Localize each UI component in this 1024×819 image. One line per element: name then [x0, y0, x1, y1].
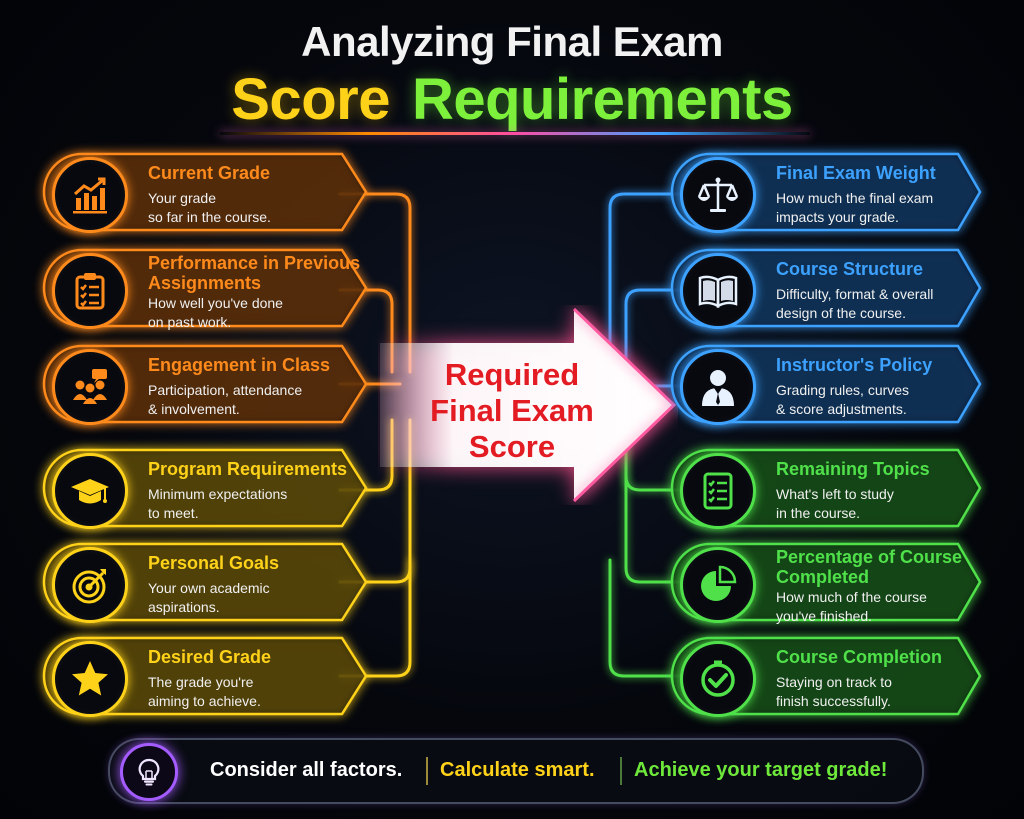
- factor-title: Remaining Topics: [776, 459, 930, 479]
- footer-divider: [426, 757, 428, 785]
- title-line-1: Analyzing Final Exam: [301, 18, 723, 65]
- factor-title: Engagement in Class: [148, 355, 331, 375]
- star-icon: [52, 641, 128, 717]
- factor-description: How much the final exam impacts your gra…: [776, 190, 934, 225]
- factor-previous-assignments: Performance in Previous Assignments How …: [42, 248, 368, 330]
- clipboard-checklist-icon: [52, 253, 128, 329]
- title-line-2: Score Requirements: [0, 66, 1024, 133]
- factor-course-completion: Course Completion Staying on track to fi…: [670, 636, 982, 717]
- balance-scale-icon: [680, 157, 756, 233]
- factor-description: How well you've done on past work.: [148, 295, 283, 330]
- factor-percentage-of-course-completed: Percentage of Course Completed How much …: [670, 542, 982, 624]
- title-underline: [220, 132, 810, 135]
- factor-description: What's left to study in the course.: [776, 486, 894, 521]
- footer-text-calculate: Calculate smart.: [440, 759, 595, 781]
- factor-description: Your own academic aspirations.: [148, 580, 270, 615]
- factor-title: Current Grade: [148, 163, 271, 183]
- lightbulb-icon: [120, 743, 178, 801]
- instructor-icon: [680, 349, 756, 425]
- factor-description: Your grade so far in the course.: [148, 190, 271, 225]
- factor-program-requirements: Program Requirements Minimum expectation…: [42, 448, 368, 529]
- factor-title: Instructor's Policy: [776, 355, 933, 375]
- factor-current-grade: Current Grade Your grade so far in the c…: [42, 152, 368, 233]
- factor-title: Personal Goals: [148, 553, 280, 573]
- graduation-cap-icon: [52, 453, 128, 529]
- footer-text-achieve: Achieve your target grade!: [634, 759, 888, 781]
- factor-title: Performance in Previous Assignments: [148, 253, 361, 293]
- checklist-icon: [680, 453, 756, 529]
- group-discussion-icon: [52, 349, 128, 425]
- factor-description: Difficulty, format & overall design of t…: [776, 286, 934, 321]
- factor-remaining-topics: Remaining Topics What's left to study in…: [670, 448, 982, 529]
- factor-final-exam-weight: Final Exam Weight How much the final exa…: [670, 152, 982, 233]
- factor-description: Minimum expectations to meet.: [148, 486, 288, 521]
- factor-description: How much of the course you've finished.: [776, 589, 927, 624]
- factor-description: The grade you're aiming to achieve.: [148, 674, 261, 709]
- factor-description: Grading rules, curves & score adjustment…: [776, 382, 910, 417]
- title-word-score: Score: [231, 67, 390, 132]
- factor-title: Percentage of Course Completed: [776, 547, 963, 587]
- central-arrow: [380, 307, 677, 503]
- chart-up-icon: [52, 157, 128, 233]
- factor-instructors-policy: Instructor's Policy Grading rules, curve…: [670, 344, 982, 425]
- footer-banner: Consider all factors. Calculate smart. A…: [108, 738, 924, 804]
- footer-divider: [620, 757, 622, 785]
- factor-title: Course Structure: [776, 259, 924, 279]
- footer-text-consider: Consider all factors.: [210, 759, 403, 781]
- factor-description: Staying on track to finish successfully.: [776, 674, 892, 709]
- pie-chart-icon: [680, 547, 756, 623]
- required-final-exam-score-label: Required Final Exam Score: [430, 357, 594, 464]
- factor-title: Final Exam Weight: [776, 163, 936, 183]
- target-icon: [52, 547, 128, 623]
- factor-personal-goals: Personal Goals Your own academic aspirat…: [42, 542, 368, 623]
- factor-course-structure: Course Structure Difficulty, format & ov…: [670, 248, 982, 329]
- factor-description: Participation, attendance & involvement.: [148, 382, 303, 417]
- factor-title: Desired Grade: [148, 647, 272, 667]
- check-circle-icon: [680, 641, 756, 717]
- factor-engagement-in-class: Engagement in Class Participation, atten…: [42, 344, 368, 425]
- factor-desired-grade: Desired Grade The grade you're aiming to…: [42, 636, 368, 717]
- factor-title: Program Requirements: [148, 459, 348, 479]
- open-book-icon: [680, 253, 756, 329]
- title-word-requirements: Requirements: [411, 67, 793, 132]
- factor-title: Course Completion: [776, 647, 943, 667]
